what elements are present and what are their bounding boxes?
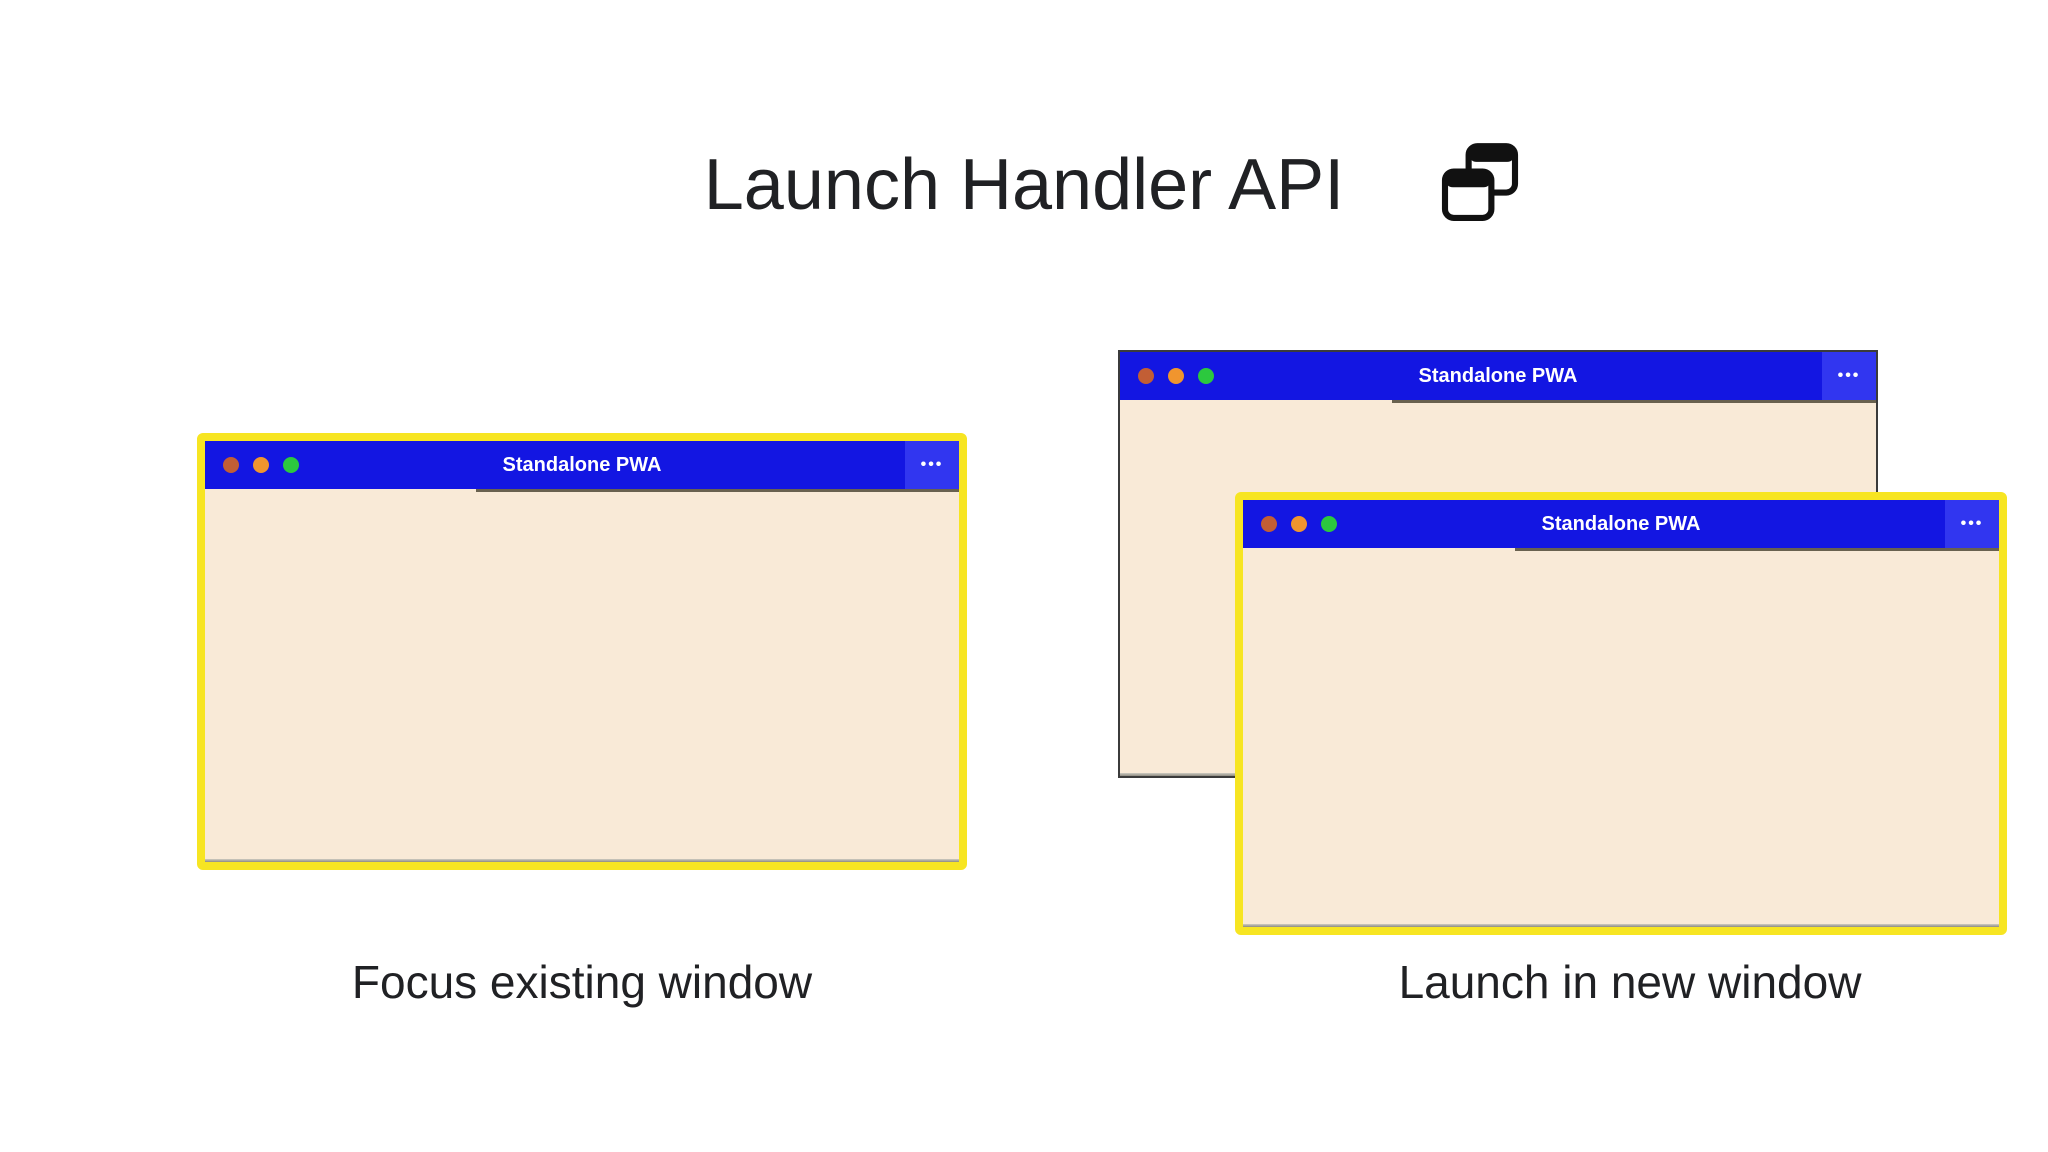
window-bottom-edge xyxy=(205,859,959,862)
minimize-button[interactable] xyxy=(1168,368,1184,384)
window-content xyxy=(1243,548,1999,927)
window-title: Standalone PWA xyxy=(502,454,662,476)
caption-launch-new: Launch in new window xyxy=(1398,956,1862,1008)
page-title: Launch Handler API xyxy=(703,145,1345,225)
titlebar-shadow xyxy=(476,489,959,492)
overlapping-windows-icon xyxy=(1438,140,1522,224)
window-content xyxy=(205,489,959,862)
zoom-button[interactable] xyxy=(283,457,299,473)
ellipsis-icon: ••• xyxy=(1837,367,1861,384)
close-button[interactable] xyxy=(1138,368,1154,384)
zoom-button[interactable] xyxy=(1198,368,1214,384)
close-button[interactable] xyxy=(223,457,239,473)
zoom-button[interactable] xyxy=(1321,516,1337,532)
titlebar: Standalone PWA ••• xyxy=(1243,500,1999,548)
close-button[interactable] xyxy=(1261,516,1277,532)
ellipsis-icon: ••• xyxy=(920,456,944,473)
caption-focus-existing: Focus existing window xyxy=(351,956,813,1008)
window-title: Standalone PWA xyxy=(1418,365,1578,387)
minimize-button[interactable] xyxy=(253,457,269,473)
window-bottom-edge xyxy=(1243,924,1999,927)
overflow-menu-button[interactable]: ••• xyxy=(1822,352,1876,400)
overflow-menu-button[interactable]: ••• xyxy=(1945,500,1999,548)
ellipsis-icon: ••• xyxy=(1960,515,1984,532)
titlebar-shadow xyxy=(1392,400,1876,403)
titlebar-shadow xyxy=(1515,548,1999,551)
window-title: Standalone PWA xyxy=(1541,513,1701,535)
pwa-window-front: Standalone PWA ••• xyxy=(1235,492,2007,935)
overflow-menu-button[interactable]: ••• xyxy=(905,441,959,489)
pwa-window-focus-existing: Standalone PWA ••• xyxy=(197,433,967,870)
titlebar: Standalone PWA ••• xyxy=(205,441,959,489)
minimize-button[interactable] xyxy=(1291,516,1307,532)
titlebar: Standalone PWA ••• xyxy=(1120,352,1876,400)
